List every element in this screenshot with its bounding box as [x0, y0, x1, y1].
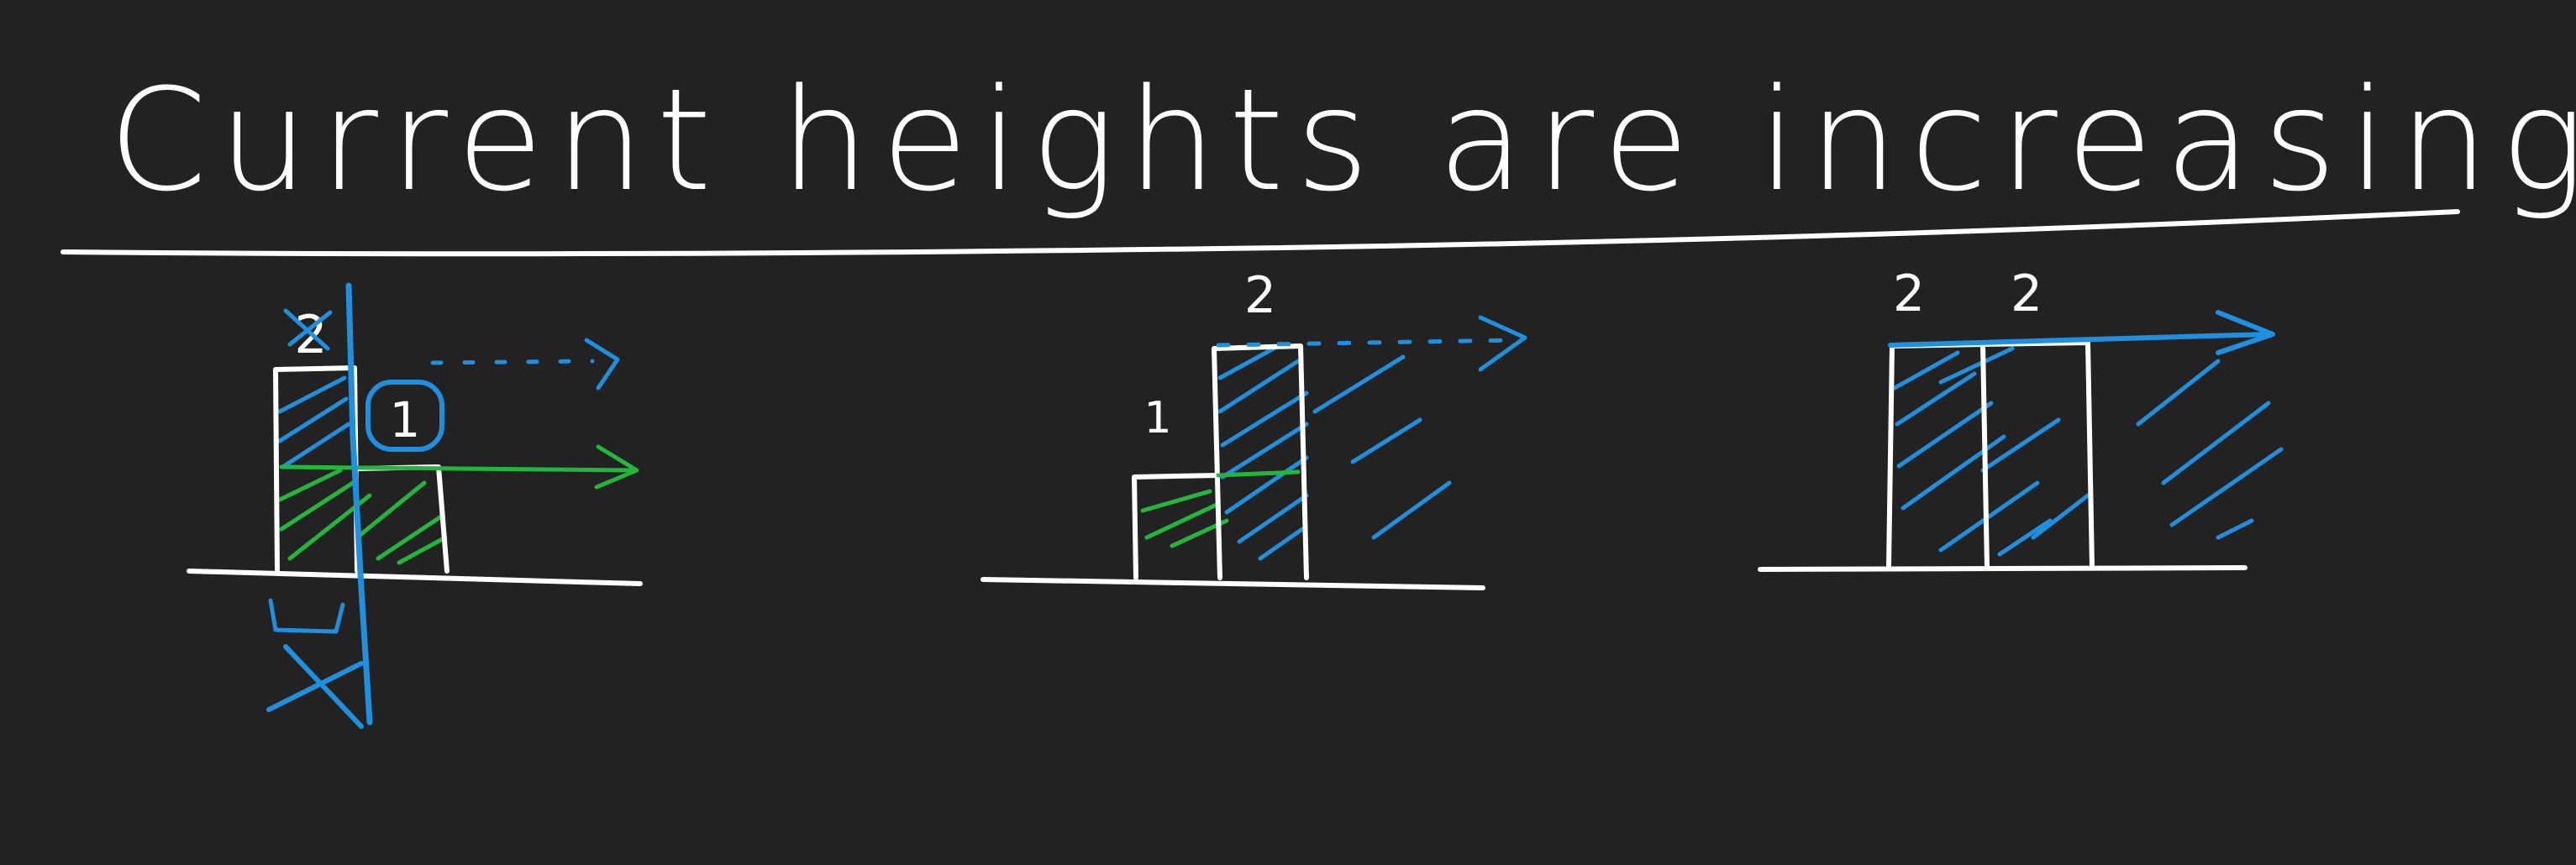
panel-3-equal: 2 2: [1758, 265, 2284, 572]
panel-1-cross-mark-bottom: [266, 644, 364, 729]
panel-1-dotted-arrow: [430, 359, 595, 365]
panel-1-height-label-2: 1: [390, 391, 421, 448]
panel-2-baseline: [980, 577, 1485, 590]
panel-3-blue-arrow-head: [2216, 310, 2275, 355]
panel-2-hatching-blue: [1217, 342, 1452, 561]
panel-3-blue-arrow: [1888, 332, 2271, 348]
panel-1-dotted-arrow-head: [584, 338, 620, 391]
panel-3-bar-1: [1886, 342, 1990, 569]
panel-1-pop-line: [345, 282, 373, 726]
panel-1-decreasing: 2 1: [187, 282, 643, 729]
panel-1-hatching-green: [277, 468, 448, 565]
panel-1-cross-mark-top: [283, 308, 333, 351]
panel-2-bar-1: [1132, 473, 1221, 580]
panel-1-green-arrow-head: [594, 444, 639, 490]
panel-3-hatching-blue: [1892, 346, 2284, 557]
panel-2-dotted-arrow: [1216, 338, 1519, 348]
panel-2-dotted-arrow-head: [1478, 315, 1527, 372]
title-underline: [60, 209, 2460, 257]
panel-1-baseline: [187, 569, 643, 586]
panel-1-circled-label-box: [365, 380, 444, 452]
panel-1-bracket: [268, 598, 345, 634]
panel-2-bar-2: [1212, 343, 1309, 580]
panel-1-green-arrow: [279, 464, 637, 473]
panel-3-height-label-2: 2: [2011, 265, 2042, 323]
panel-2-height-label-1: 1: [1143, 393, 1171, 443]
panel-1-hatching-blue: [277, 375, 351, 469]
panel-3-height-label-1: 2: [1893, 265, 1925, 323]
panel-3-baseline: [1758, 565, 2247, 572]
panel-2-height-label-2: 2: [1244, 266, 1276, 325]
panel-1-bar-2: [355, 464, 449, 574]
panel-2-hatching-green: [1140, 489, 1229, 548]
panel-2-increasing: 1 2: [980, 266, 1527, 590]
title-text: Current heights are increasing: [108, 58, 2576, 223]
panel-2-green-line: [1216, 469, 1301, 478]
